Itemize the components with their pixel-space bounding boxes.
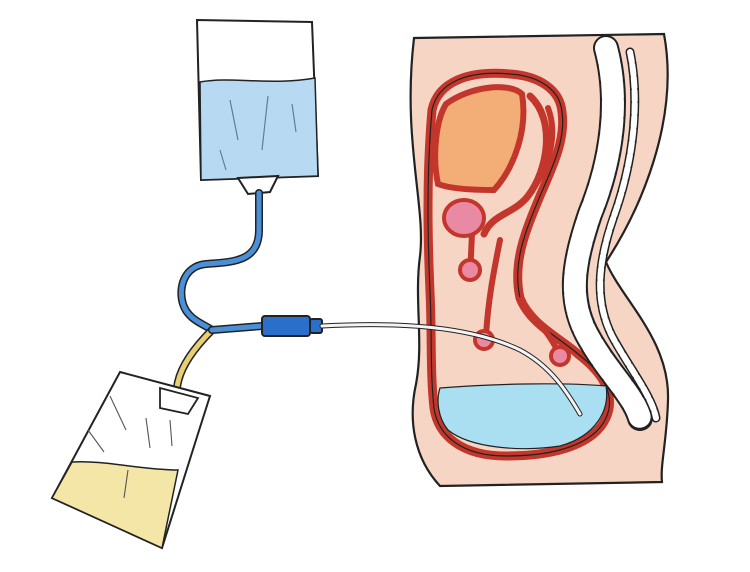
supply-bag-neck (236, 174, 280, 196)
drain-bag-neck (159, 386, 200, 416)
peritoneal-cavity-fluid (437, 383, 608, 450)
spine-icon (561, 35, 661, 431)
torso-cross-section (409, 32, 670, 488)
drain-bag (50, 370, 212, 550)
tube-connector-icon (261, 315, 323, 337)
dialysate-supply-bag (195, 18, 320, 196)
drain-bag-wrinkles (87, 395, 173, 499)
organ-node-mid (458, 258, 482, 282)
liver (432, 84, 527, 194)
peritoneal-catheter (319, 322, 583, 417)
supply-bag-wrinkles (219, 95, 297, 171)
supply-bag-fluid (199, 77, 319, 181)
mesentery-stalk-2 (483, 237, 503, 339)
junction-tube (208, 322, 266, 334)
organ-node-upper (442, 198, 486, 238)
mesentery-loop-2 (529, 105, 556, 193)
drain-bag-fluid (50, 460, 179, 550)
supply-tube (177, 189, 263, 334)
organ-node-right (549, 345, 571, 367)
mesentery-loop-1 (480, 92, 550, 238)
